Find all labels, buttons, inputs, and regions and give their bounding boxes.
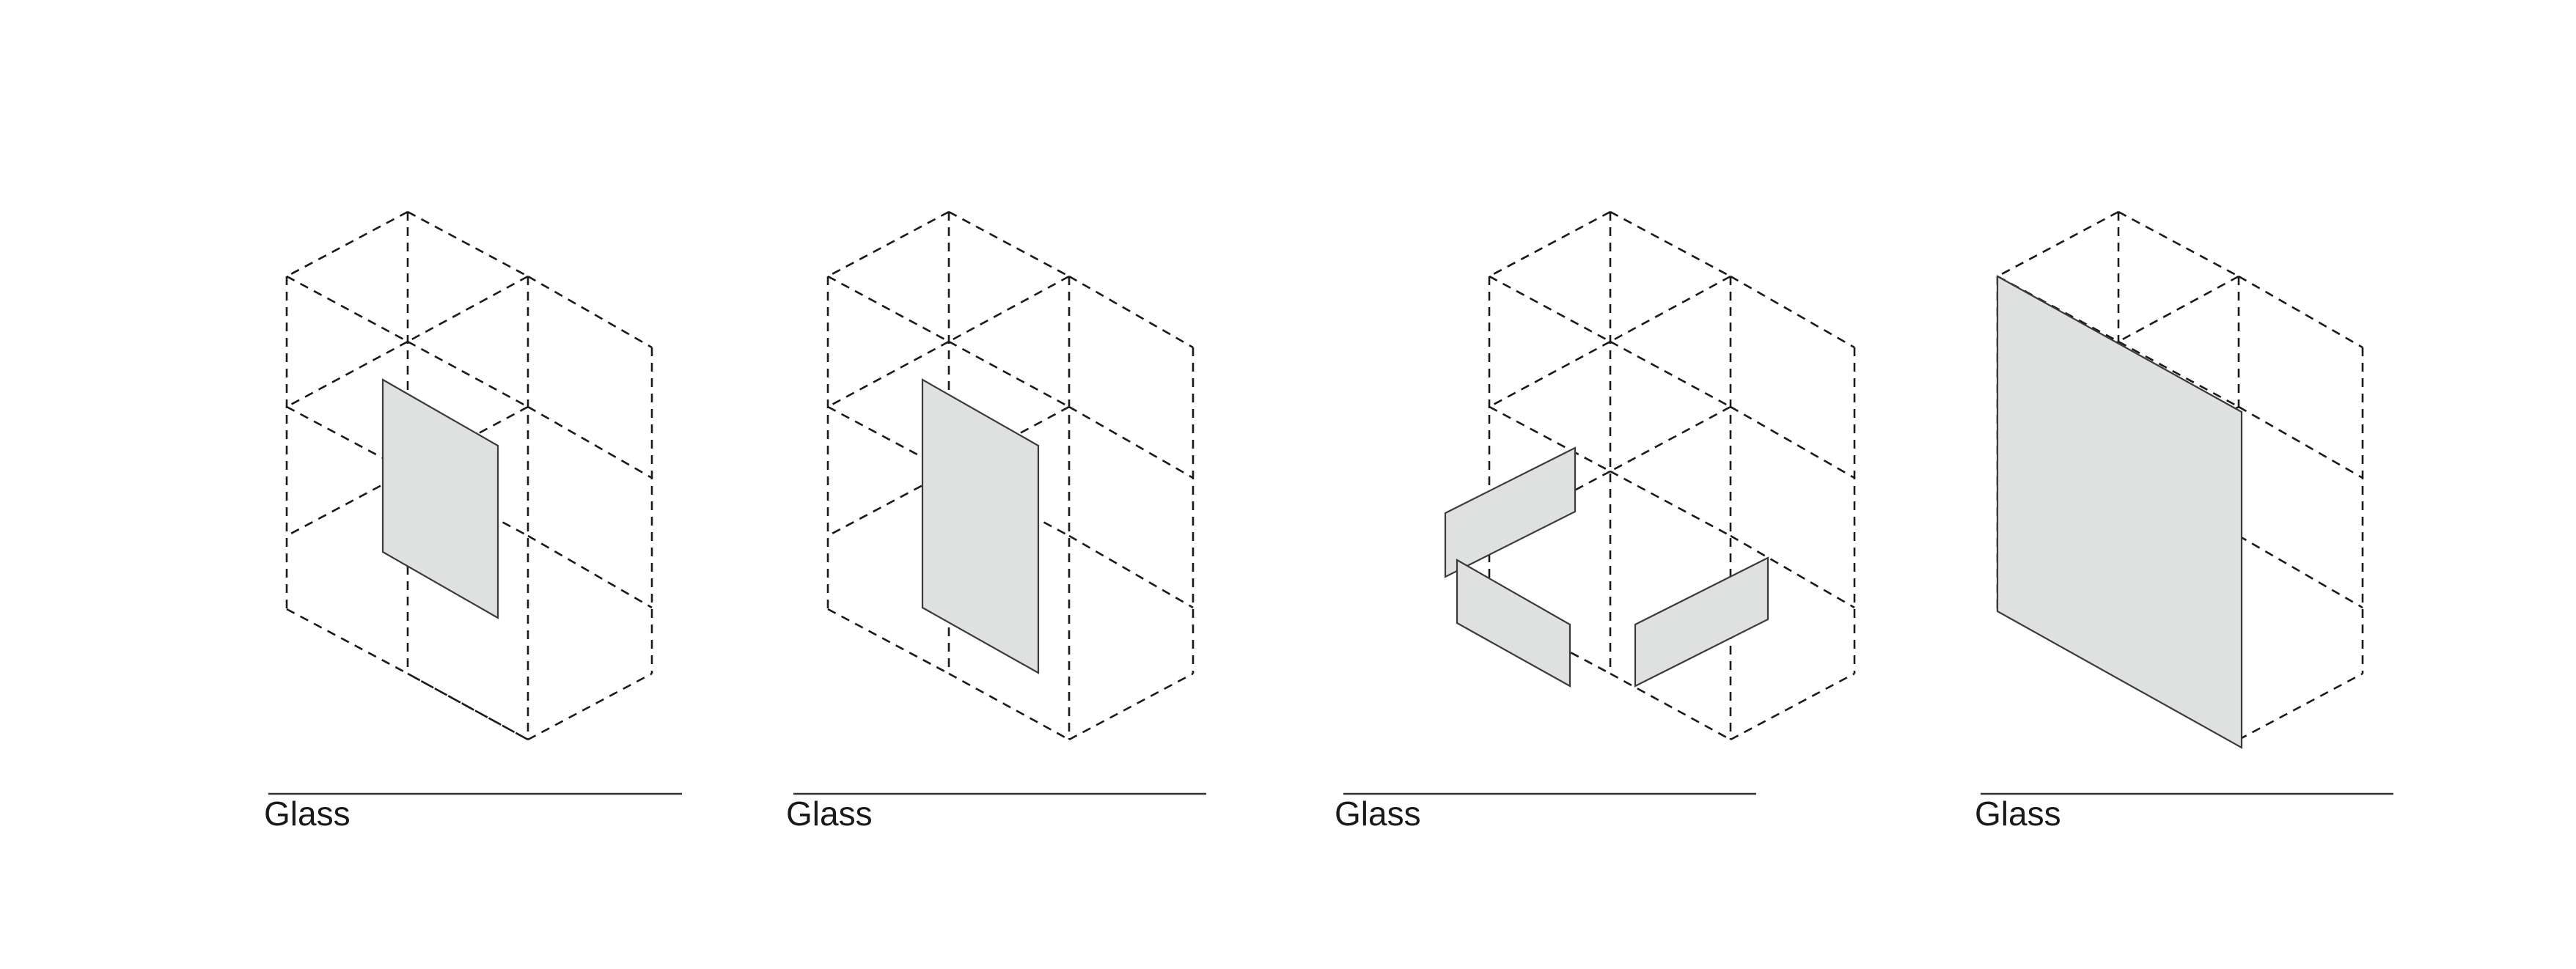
glass-pane-3a (1444, 446, 1577, 578)
diagram-1 (285, 210, 653, 741)
label-3: Glass (1335, 795, 1421, 833)
label-2: Glass (786, 795, 873, 833)
glass-pane-3c (1634, 556, 1769, 688)
diagram-4 (1996, 210, 2364, 749)
glass-pane-4 (1996, 275, 2243, 749)
glass-pane-1 (381, 378, 499, 619)
diagram-3 (1444, 210, 1856, 741)
glass-pane-2 (921, 378, 1040, 674)
glass-pane-3b (1456, 559, 1571, 688)
label-4: Glass (1975, 795, 2061, 833)
diagram-2 (826, 210, 1195, 741)
label-1: Glass (264, 795, 351, 833)
